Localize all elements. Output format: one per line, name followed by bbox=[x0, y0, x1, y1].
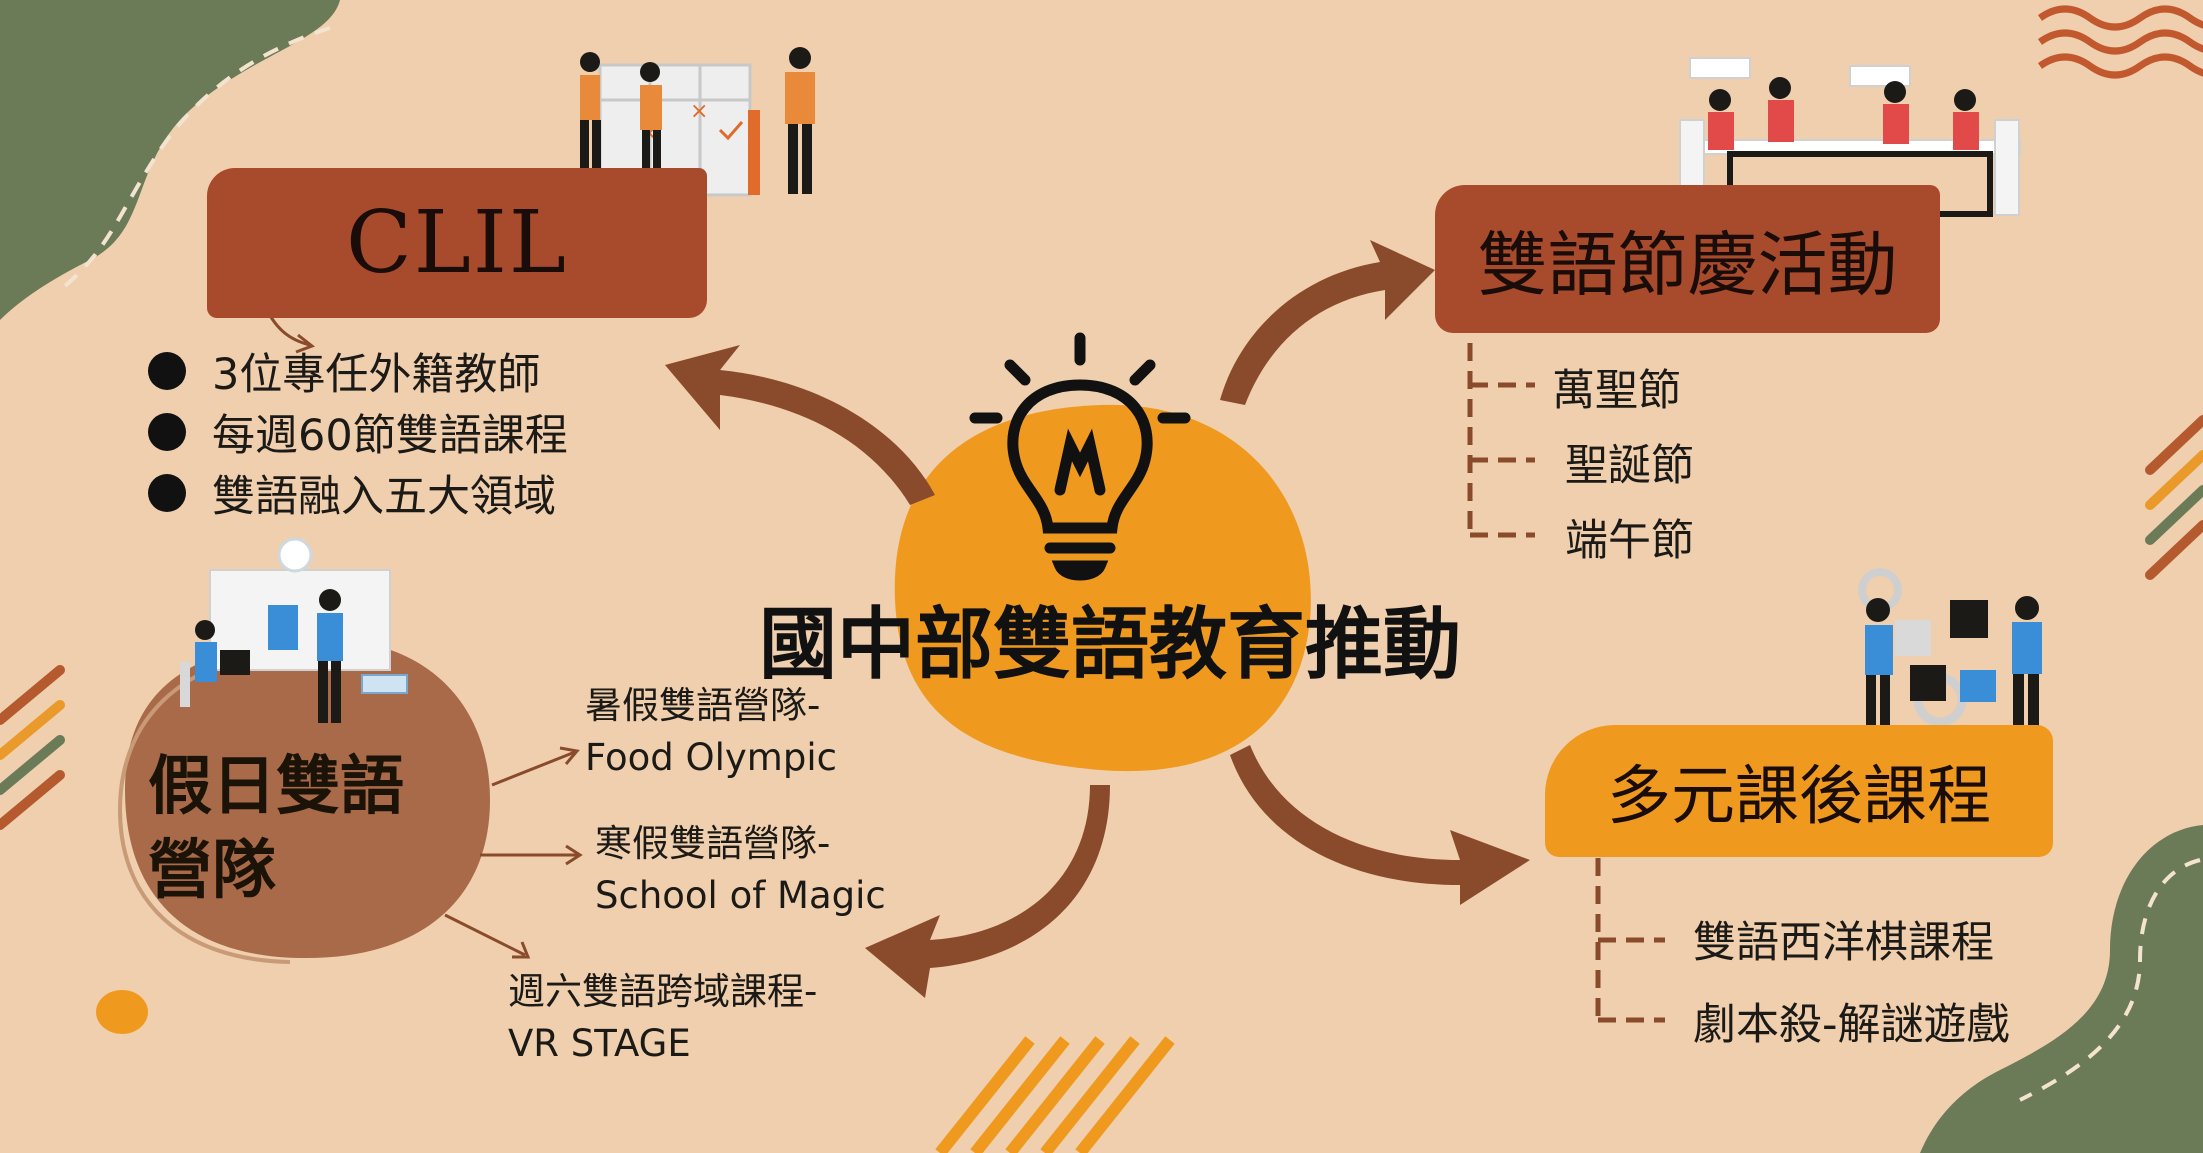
camp-item-summer-line1: 暑假雙語營隊- bbox=[585, 684, 821, 727]
arrows bbox=[665, 240, 1530, 998]
camp-item-summer: 暑假雙語營隊- Food Olympic bbox=[585, 680, 837, 784]
after-school-tree-lines bbox=[1595, 858, 1665, 1023]
bullet-icon bbox=[148, 351, 186, 390]
camp-illustration bbox=[180, 537, 408, 723]
festivals-heading: 雙語節慶活動 bbox=[1477, 223, 1898, 306]
camp-item-winter-line1: 寒假雙語營隊- bbox=[595, 822, 831, 865]
arrow-to-weekend bbox=[865, 785, 1110, 998]
dashed-outline-top-left bbox=[58, 26, 331, 292]
camp-item-saturday-line2: VR STAGE bbox=[508, 1022, 691, 1065]
page-title: 國中部雙語教育推動 bbox=[758, 600, 1461, 690]
festival-item-halloween: 萬聖節 bbox=[1552, 366, 1681, 416]
list-item: 3位專任外籍教師 bbox=[148, 340, 568, 401]
after-school-banner: 多元課後課程 bbox=[1545, 725, 2053, 857]
clil-banner: CLIL bbox=[207, 168, 707, 318]
camp-item-saturday-line1: 週六雙語跨域課程- bbox=[508, 970, 818, 1013]
bullet-icon bbox=[148, 473, 186, 512]
green-blob-bottom-right bbox=[1920, 825, 2203, 1153]
festival-item-christmas: 聖誕節 bbox=[1565, 441, 1694, 491]
camp-item-winter: 寒假雙語營隊- School of Magic bbox=[595, 818, 886, 922]
weekend-camp-heading-line2: 營隊 bbox=[148, 834, 276, 908]
after-school-illustration bbox=[1858, 568, 2042, 755]
clil-bullet-text: 3位專任外籍教師 bbox=[212, 349, 541, 400]
arrow-to-after-school bbox=[1230, 745, 1530, 905]
lightbulb-icon bbox=[969, 332, 1191, 581]
camp-connector-arrows bbox=[444, 746, 583, 959]
camp-item-saturday: 週六雙語跨域課程- VR STAGE bbox=[508, 966, 817, 1070]
after-school-heading: 多元課後課程 bbox=[1607, 760, 1991, 834]
diagonal-stripes-bottom bbox=[935, 1036, 1175, 1153]
arrow-to-clil bbox=[665, 345, 935, 505]
wavy-lines-top-right bbox=[2037, 5, 2203, 79]
orange-dot bbox=[96, 990, 148, 1034]
clil-heading: CLIL bbox=[346, 193, 568, 293]
after-school-item-chess: 雙語西洋棋課程 bbox=[1693, 918, 1994, 968]
clil-bullet-text: 每週60節雙語課程 bbox=[212, 410, 568, 461]
weekend-camp-heading-line1: 假日雙語 bbox=[148, 750, 404, 824]
bullet-icon bbox=[148, 412, 186, 451]
clil-bullet-text: 雙語融入五大領域 bbox=[212, 471, 556, 522]
svg-text:×: × bbox=[690, 99, 708, 124]
stripes-right-edge bbox=[2145, 415, 2203, 580]
list-item: 每週60節雙語課程 bbox=[148, 401, 568, 462]
camp-circle bbox=[125, 639, 490, 959]
list-item: 雙語融入五大領域 bbox=[148, 462, 568, 523]
camp-item-winter-line2: School of Magic bbox=[595, 874, 886, 917]
festival-item-dragon-boat: 端午節 bbox=[1565, 516, 1694, 566]
after-school-item-murder-mystery: 劇本殺-解謎遊戲 bbox=[1693, 1000, 2010, 1050]
camp-item-summer-line2: Food Olympic bbox=[585, 736, 837, 779]
festivals-tree-lines bbox=[1467, 315, 1535, 538]
weekend-camp-heading: 假日雙語 營隊 bbox=[148, 745, 404, 913]
stripes-left-edge bbox=[0, 665, 65, 830]
festivals-banner: 雙語節慶活動 bbox=[1435, 185, 1940, 333]
green-blob-top-left bbox=[0, 0, 340, 320]
dashed-outline-bottom-right bbox=[2019, 858, 2201, 1102]
clil-bullet-list: 3位專任外籍教師 每週60節雙語課程 雙語融入五大領域 bbox=[148, 340, 568, 523]
central-orange-blob bbox=[894, 404, 1311, 772]
arrow-to-festivals bbox=[1220, 240, 1435, 405]
